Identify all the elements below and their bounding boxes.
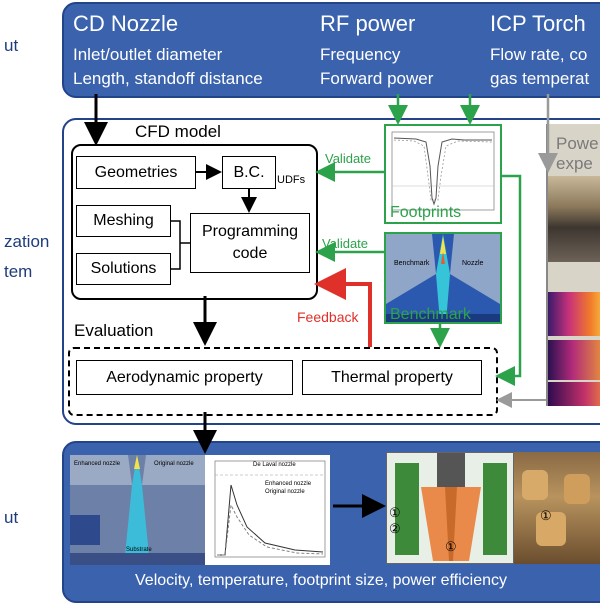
aerodynamic-property-box: Aerodynamic property <box>76 360 293 395</box>
udfs-label: UDFs <box>277 174 306 186</box>
meshing-box: Meshing <box>76 205 171 237</box>
footprints-panel <box>384 124 502 224</box>
output-label-original: Original nozzle <box>154 461 194 467</box>
benchmark-contour <box>386 234 500 322</box>
output-nozzle-photo: ① <box>514 452 600 564</box>
programming-code-box: Programming code <box>190 213 310 273</box>
plot-legend-original: Original nozzle <box>265 489 305 495</box>
benchmark-inner-label: Benchmark <box>394 260 430 267</box>
callout-1a: ① <box>389 505 401 520</box>
input-line: Flow rate, co <box>490 45 588 64</box>
input-line: Forward power <box>320 69 434 88</box>
nozzle-photo-item <box>536 512 566 546</box>
side-label-system: tem <box>4 262 33 281</box>
side-label-output: ut <box>4 508 19 527</box>
bc-box: B.C. <box>222 156 276 189</box>
callout-2: ② <box>389 521 401 536</box>
side-label-optimization: zation <box>4 232 50 251</box>
input-title-icp-torch: ICP Torch <box>490 11 586 36</box>
programming-line2: code <box>232 245 268 262</box>
output-nozzle-render: ① ① ② <box>386 452 514 564</box>
footprints-label: Footprints <box>390 204 462 221</box>
input-band <box>62 2 600 98</box>
plot-label-delaval: De Laval nozzle <box>253 462 296 468</box>
input-line: Frequency <box>320 45 401 64</box>
output-cfd-image: Enhanced nozzle Original nozzle Substrat… <box>70 455 205 565</box>
power-experiment-label: Powe expe <box>556 134 599 174</box>
validate-label-top: Validate <box>325 151 372 166</box>
input-line: Length, standoff distance <box>73 69 263 88</box>
plot-legend-enhanced: Enhanced nozzle <box>265 481 312 487</box>
input-title-rf-power: RF power <box>320 11 416 36</box>
output-label-substrate: Substrate <box>126 547 152 553</box>
power-exp-line2: expe <box>556 154 593 173</box>
power-experiment-panel <box>546 124 600 406</box>
nozzle-photo-item <box>522 470 548 500</box>
output-line-plot: De Laval nozzle Enhanced nozzle Original… <box>205 455 330 565</box>
input-title-cd-nozzle: CD Nozzle <box>73 11 179 36</box>
output-plot-svg <box>214 460 326 558</box>
thermal-property-box: Thermal property <box>302 360 482 395</box>
footprints-plot <box>391 131 495 211</box>
cfd-model-title: CFD model <box>132 122 224 142</box>
solutions-box: Solutions <box>76 253 171 285</box>
output-caption: Velocity, temperature, footprint size, p… <box>135 572 508 589</box>
thermal-image-1 <box>548 292 600 336</box>
callout-photo: ① <box>540 508 552 523</box>
input-line: Inlet/outlet diameter <box>73 45 223 64</box>
callout-1b: ① <box>445 539 457 554</box>
thermal-image-3 <box>548 382 600 406</box>
power-exp-line1: Powe <box>556 134 599 153</box>
nozzle-render-svg <box>387 453 513 563</box>
side-label-input: ut <box>4 36 19 55</box>
output-contour <box>70 455 205 565</box>
thermal-image-2 <box>548 340 600 380</box>
power-experiment-photo <box>548 176 600 262</box>
programming-line1: Programming <box>201 223 299 240</box>
feedback-label: Feedback <box>297 309 359 325</box>
geometries-box: Geometries <box>76 156 196 189</box>
nozzle-inner-label: Nozzle <box>462 260 484 267</box>
benchmark-panel: Benchmark Nozzle <box>384 232 502 324</box>
validate-label-bottom: Validate <box>322 236 369 251</box>
output-label-enhanced: Enhanced nozzle <box>74 461 121 467</box>
evaluation-title: Evaluation <box>74 321 154 340</box>
benchmark-label: Benchmark <box>390 306 471 323</box>
input-line: gas temperat <box>490 69 590 88</box>
nozzle-photo-item <box>564 474 590 504</box>
